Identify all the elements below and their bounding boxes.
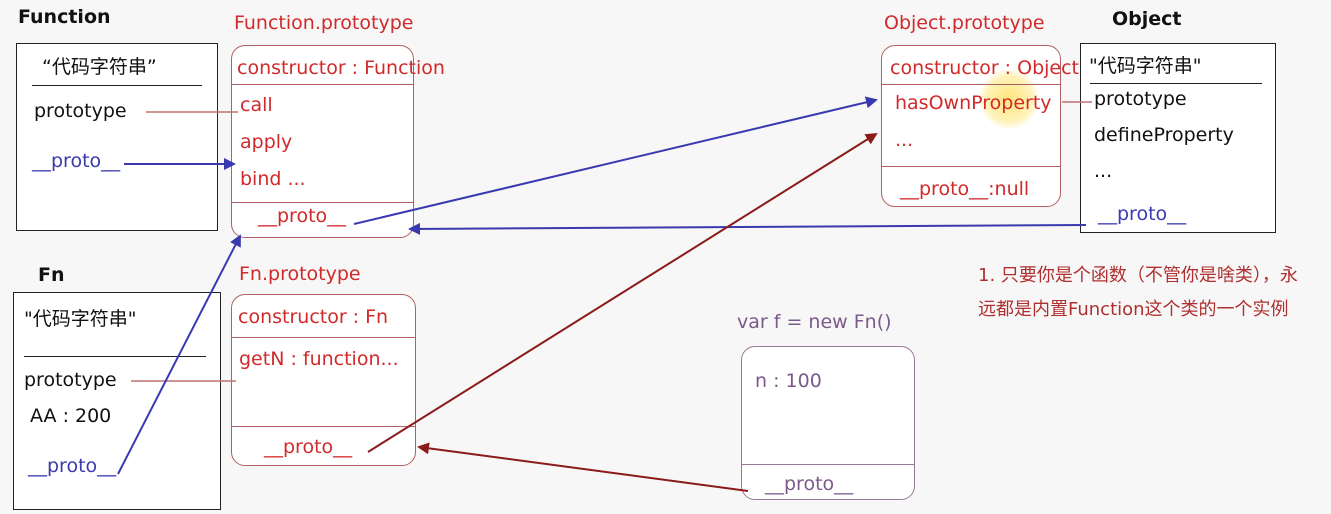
function-box: [16, 43, 218, 231]
object-prototype-proto-null: __proto__:null: [900, 178, 1030, 200]
function-proto: __proto__: [32, 150, 121, 172]
object-prop-prototype: prototype: [1094, 88, 1187, 110]
object-prop-ellipsis: ...: [1094, 160, 1113, 182]
object-prototype-divider-top: [881, 84, 1061, 85]
method-hasownproperty: hasOwnProperty: [895, 92, 1052, 114]
fn-prototype-divider-bottom: [231, 426, 416, 427]
fn-prototype-proto-arrow: [367, 132, 878, 453]
fn-prototype-proto: __proto__: [264, 436, 353, 458]
fn-prototype-box: [231, 294, 416, 466]
object-proto-arrow: [408, 222, 1087, 235]
function-prototype-title: Function.prototype: [234, 12, 414, 34]
function-prototype-proto: __proto__: [258, 205, 347, 227]
object-box: [1080, 43, 1276, 233]
object-prototype-constructor: constructor : Object: [890, 57, 1080, 79]
instance-box: [741, 346, 915, 500]
function-prototype: prototype: [34, 100, 127, 122]
object-title: Object: [1112, 8, 1182, 30]
instance-prop: n : 100: [755, 370, 822, 392]
object-divider: [1090, 83, 1262, 84]
object-prop-defineproperty: defineProperty: [1094, 124, 1234, 146]
object-prototype-divider-bottom: [881, 166, 1061, 167]
object-prototype-ellipsis: ...: [895, 129, 914, 151]
fn-code: "代码字符串": [24, 308, 137, 330]
fn-aa: AA : 200: [30, 405, 112, 427]
fn-divider: [24, 356, 206, 357]
instance-code: var f = new Fn(): [737, 311, 892, 333]
fn-prototype-divider-top: [231, 337, 416, 338]
fn-prototype: prototype: [24, 369, 117, 391]
cursor-highlight: [979, 69, 1039, 129]
fn-prototype-constructor: constructor : Fn: [238, 306, 389, 328]
method-apply: apply: [240, 131, 293, 153]
instance-proto-arrow: [417, 442, 749, 492]
function-prototype-constructor: constructor : Function: [237, 57, 445, 79]
fn-box: [13, 292, 221, 510]
fn-proto-arrow: [117, 234, 241, 475]
function-prototype-box: [231, 45, 414, 238]
object-prototype-box: [881, 45, 1061, 207]
function-title: Function: [18, 6, 111, 28]
note-text: 1. 只要你是个函数（不管你是啥类），永远都是内置Function这个类的一个实…: [978, 265, 1298, 320]
function-divider: [32, 85, 202, 86]
fn-proto: __proto__: [28, 455, 117, 477]
object-code: "代码字符串": [1089, 55, 1202, 77]
object-prototype-title: Object.prototype: [884, 12, 1045, 34]
instance-proto: __proto__: [765, 473, 854, 495]
method-call: call: [240, 94, 273, 116]
method-bind: bind ...: [240, 168, 306, 190]
fn-prototype-getn: getN : function...: [239, 348, 399, 370]
object-proto: __proto__: [1098, 203, 1187, 225]
function-prototype-proto-arrow: [353, 96, 878, 225]
fn-prototype-title: Fn.prototype: [239, 263, 361, 285]
function-prototype-divider-bottom: [231, 202, 414, 203]
instance-divider: [741, 464, 915, 465]
function-code: “代码字符串”: [42, 56, 157, 78]
function-prototype-divider-top: [231, 84, 414, 85]
fn-title: Fn: [38, 264, 65, 286]
